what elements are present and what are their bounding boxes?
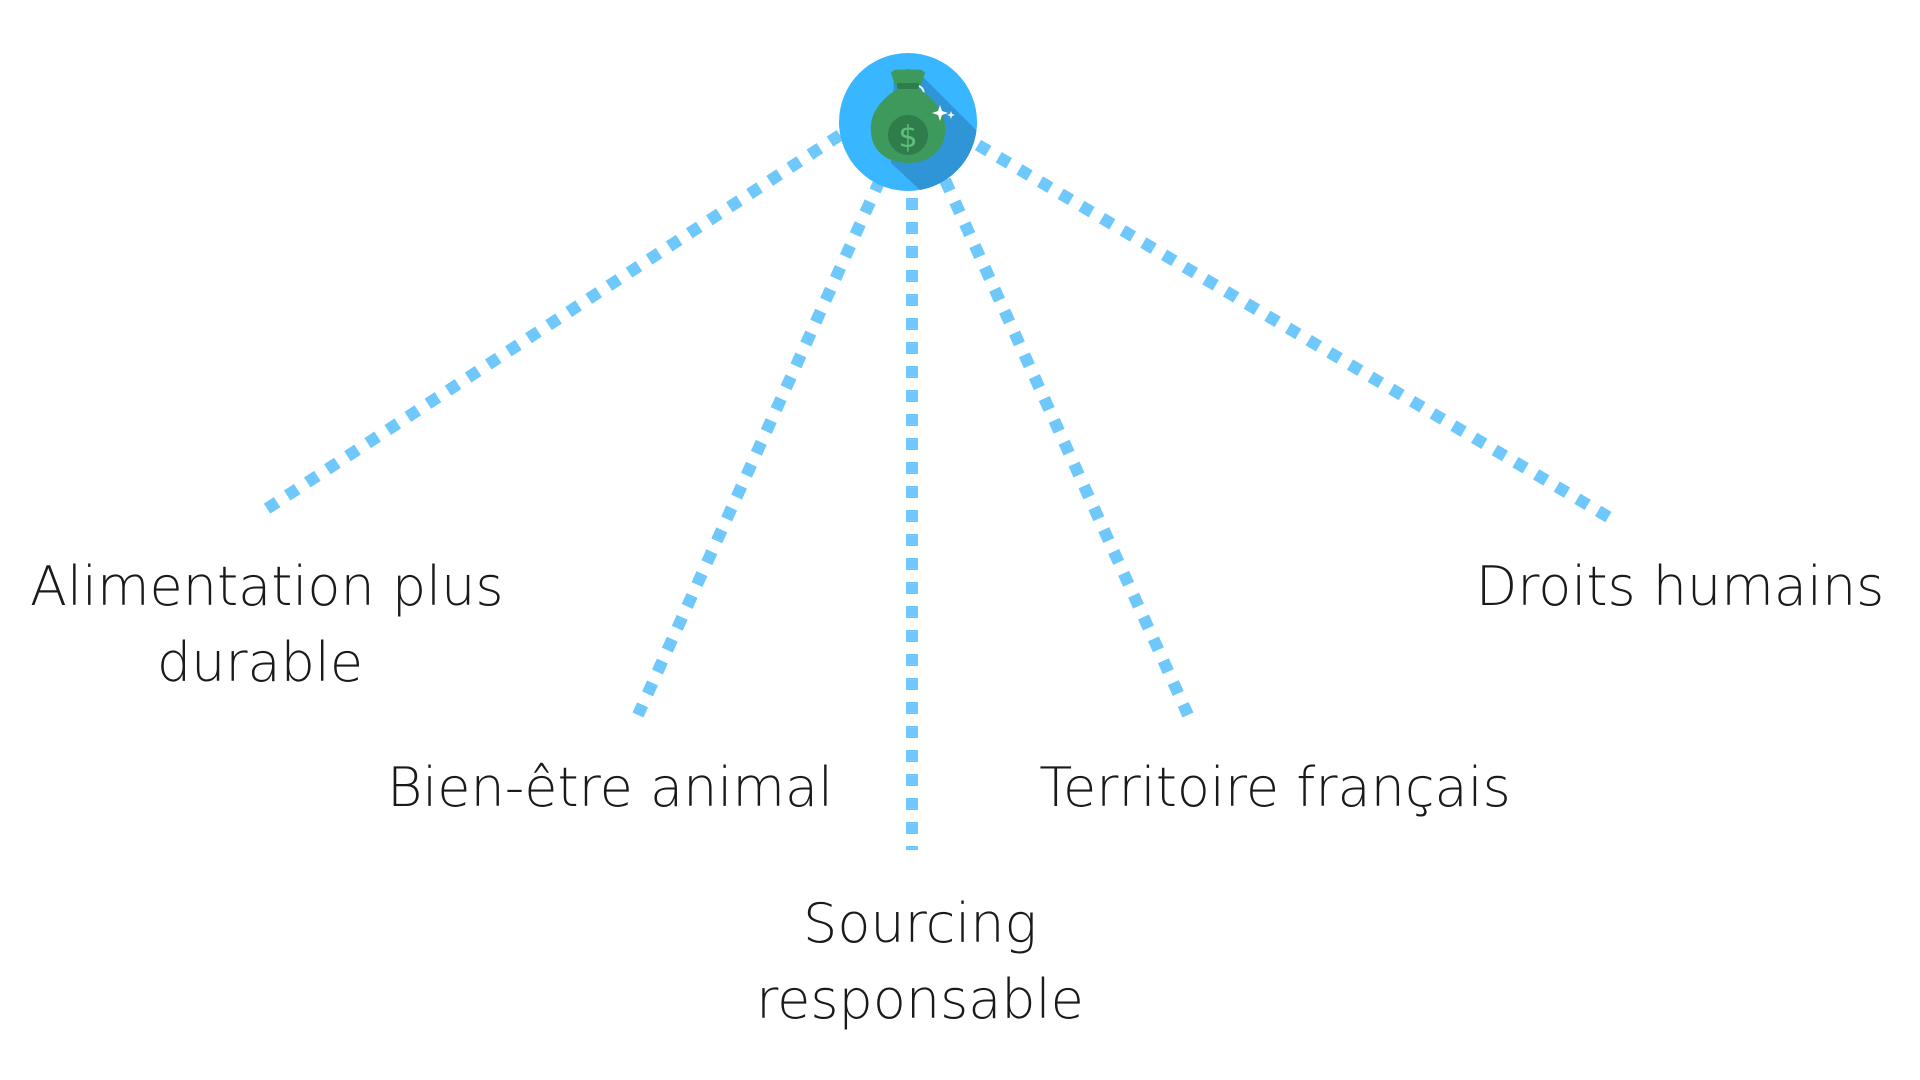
connector-territoire xyxy=(939,177,1194,718)
node-alimentation-plus-durable: Alimentation plus durable xyxy=(30,549,504,701)
node-label-line: Territoire français xyxy=(1039,756,1511,819)
connector-bien-etre xyxy=(632,177,886,718)
node-label-line: Droits humains xyxy=(1475,555,1885,618)
node-label-line: Bien-être animal xyxy=(386,756,834,819)
node-bien-etre-animal: Bien-être animal xyxy=(380,750,840,826)
node-label-line: responsable xyxy=(756,968,1084,1031)
node-sourcing-responsable: Sourcing responsable xyxy=(690,886,1150,1038)
money-bag-icon: $ xyxy=(839,53,977,191)
node-label-line: Alimentation plus xyxy=(30,555,504,618)
connector-droits xyxy=(974,139,1614,524)
node-droits-humains: Droits humains xyxy=(1460,549,1900,625)
node-label-line: Sourcing xyxy=(803,892,1037,955)
node-territoire-francais: Territoire français xyxy=(1025,750,1525,826)
node-label-line: durable xyxy=(156,631,364,694)
svg-text:$: $ xyxy=(898,120,917,155)
connector-alimentation xyxy=(261,129,844,516)
